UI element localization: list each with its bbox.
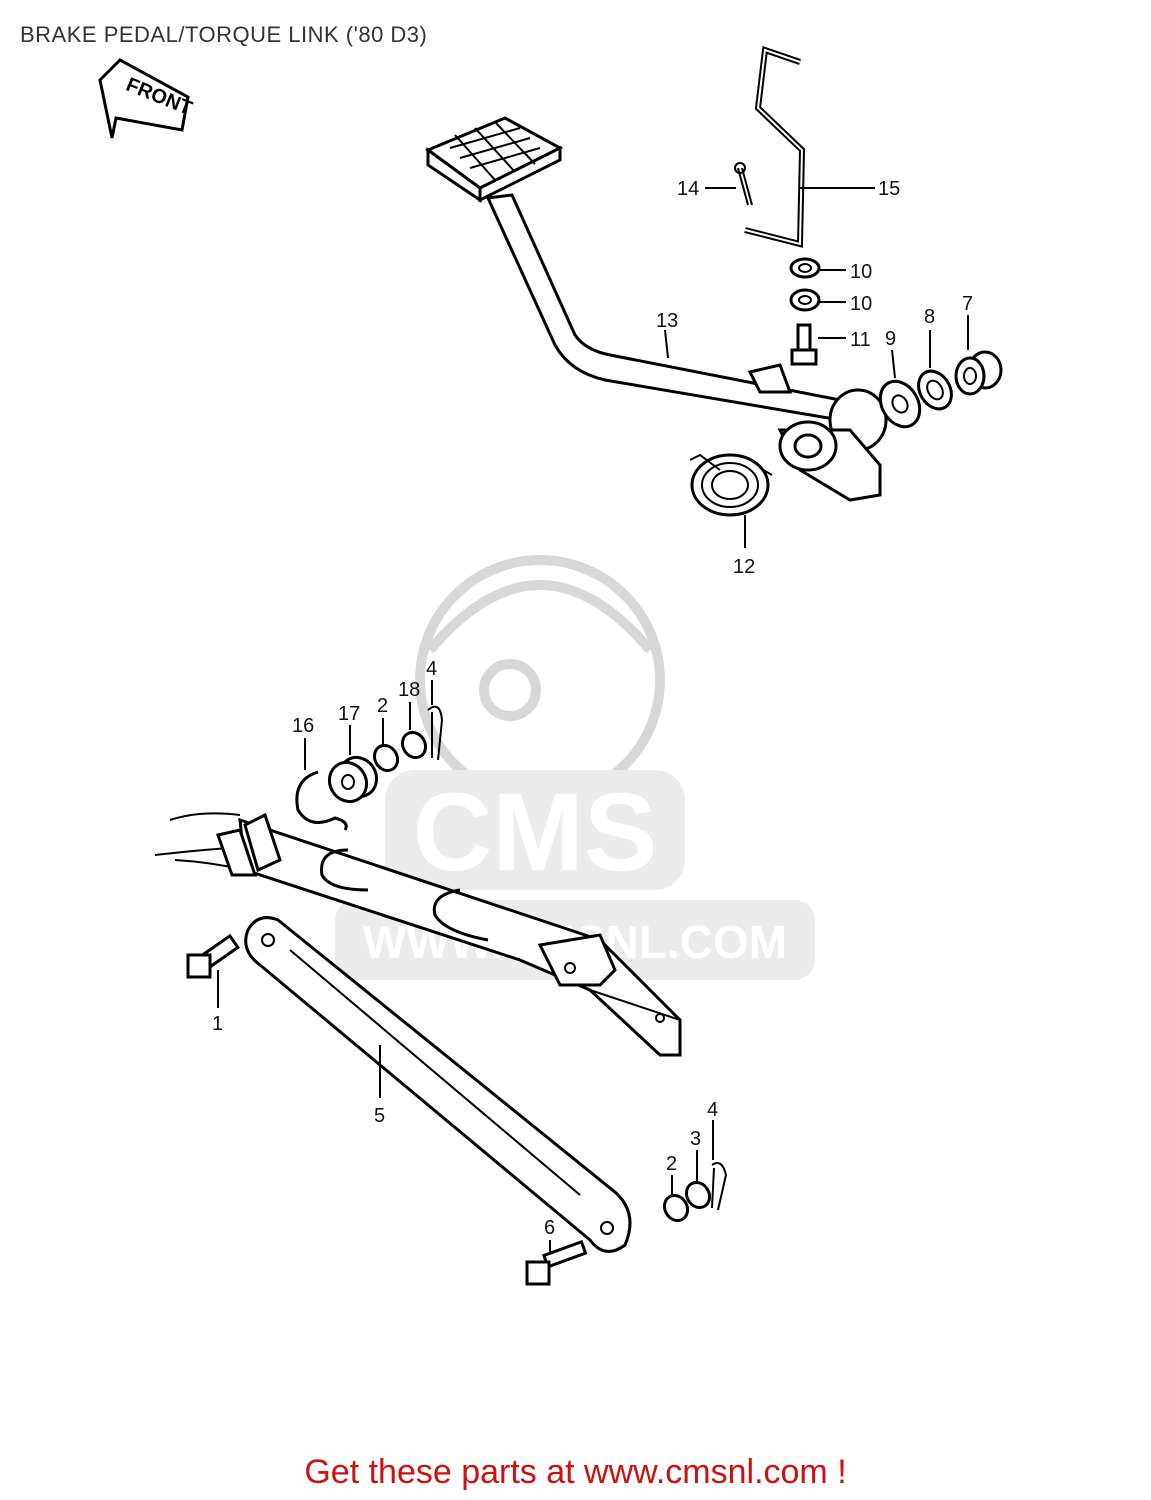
torque-link bbox=[244, 916, 632, 1253]
callout-11: 11 bbox=[850, 329, 871, 351]
callout-12: 12 bbox=[733, 556, 755, 578]
washer bbox=[878, 379, 922, 429]
bolt bbox=[790, 323, 818, 366]
leader-lines bbox=[217, 187, 969, 1255]
callout-10a: 10 bbox=[850, 261, 872, 283]
callout-1: 1 bbox=[212, 1013, 223, 1035]
page-title: BRAKE PEDAL/TORQUE LINK ('80 D3) bbox=[20, 22, 428, 47]
callout-13: 13 bbox=[656, 310, 678, 332]
return-spring bbox=[689, 453, 773, 517]
nut-upper bbox=[789, 257, 821, 279]
callout-8: 8 bbox=[924, 306, 935, 328]
circlip bbox=[295, 770, 489, 942]
brake-rod bbox=[744, 45, 806, 248]
nut-upper-group bbox=[372, 730, 428, 773]
front-arrow-icon: FRONT bbox=[98, 58, 195, 139]
callouts: 14 15 10 10 11 13 9 8 7 12 16 17 2 18 4 … bbox=[212, 178, 973, 1239]
cotter-pin-upper bbox=[427, 705, 444, 761]
bolt-front bbox=[186, 933, 240, 979]
callout-2a: 2 bbox=[377, 695, 388, 717]
callout-4a: 4 bbox=[426, 658, 437, 680]
callout-16: 16 bbox=[292, 715, 314, 737]
nut-lower-group bbox=[662, 1180, 712, 1223]
bushing bbox=[327, 755, 379, 804]
brake-pedal bbox=[424, 116, 888, 502]
callout-4b: 4 bbox=[707, 1099, 718, 1121]
callout-3: 3 bbox=[690, 1128, 701, 1150]
callout-15: 15 bbox=[878, 178, 900, 200]
callout-7: 7 bbox=[962, 293, 973, 315]
swingarm bbox=[154, 812, 682, 1057]
callout-17: 17 bbox=[338, 703, 360, 725]
footer-link-text[interactable]: Get these parts at www.cmsnl.com ! bbox=[304, 1453, 847, 1491]
callout-9: 9 bbox=[885, 328, 896, 350]
cotter-pin bbox=[734, 162, 753, 206]
bolt-rear bbox=[525, 1239, 588, 1286]
callout-18: 18 bbox=[398, 679, 420, 701]
cotter-pin-lower bbox=[711, 1162, 728, 1211]
callout-5: 5 bbox=[374, 1105, 385, 1127]
collar bbox=[917, 369, 953, 411]
cap-nut bbox=[954, 350, 1003, 396]
callout-6: 6 bbox=[544, 1217, 555, 1239]
callout-14: 14 bbox=[677, 178, 699, 200]
callout-2b: 2 bbox=[666, 1153, 677, 1175]
watermark-brand: CMS bbox=[413, 771, 657, 894]
callout-10b: 10 bbox=[850, 293, 872, 315]
nut-lower bbox=[789, 288, 821, 312]
